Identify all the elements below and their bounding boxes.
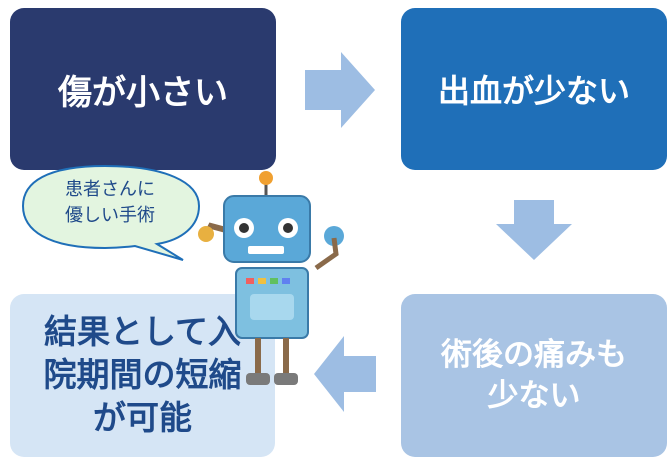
step-less-pain-line2: 少ない	[487, 377, 581, 414]
speech-bubble: 患者さんに 優しい手術	[40, 168, 180, 238]
speech-bubble-line2: 優しい手術	[65, 205, 155, 226]
step-less-pain-line1: 術後の痛みも	[441, 337, 627, 374]
arrow-down-icon	[496, 200, 572, 260]
step-small-wound-label: 傷が小さい	[58, 72, 228, 113]
arrow-right-icon	[305, 52, 375, 128]
step-shorter-stay-line3: が可能	[93, 397, 192, 437]
robot-mascot-icon	[198, 171, 344, 385]
step-shorter-stay-line1: 結果として入	[43, 312, 241, 352]
step-small-wound: 傷が小さい	[10, 8, 276, 170]
step-less-bleeding: 出血が少ない	[401, 8, 667, 170]
step-shorter-stay-line2: 院期間の短縮	[43, 355, 242, 395]
arrow-left-icon	[314, 336, 376, 412]
step-less-bleeding-label: 出血が少ない	[437, 72, 630, 110]
speech-bubble-line1: 患者さんに	[65, 178, 155, 200]
step-shorter-stay: 結果として入 院期間の短縮 が可能	[10, 294, 275, 457]
step-less-pain: 術後の痛みも 少ない	[401, 294, 667, 457]
speech-bubble-shape	[21, 164, 201, 261]
